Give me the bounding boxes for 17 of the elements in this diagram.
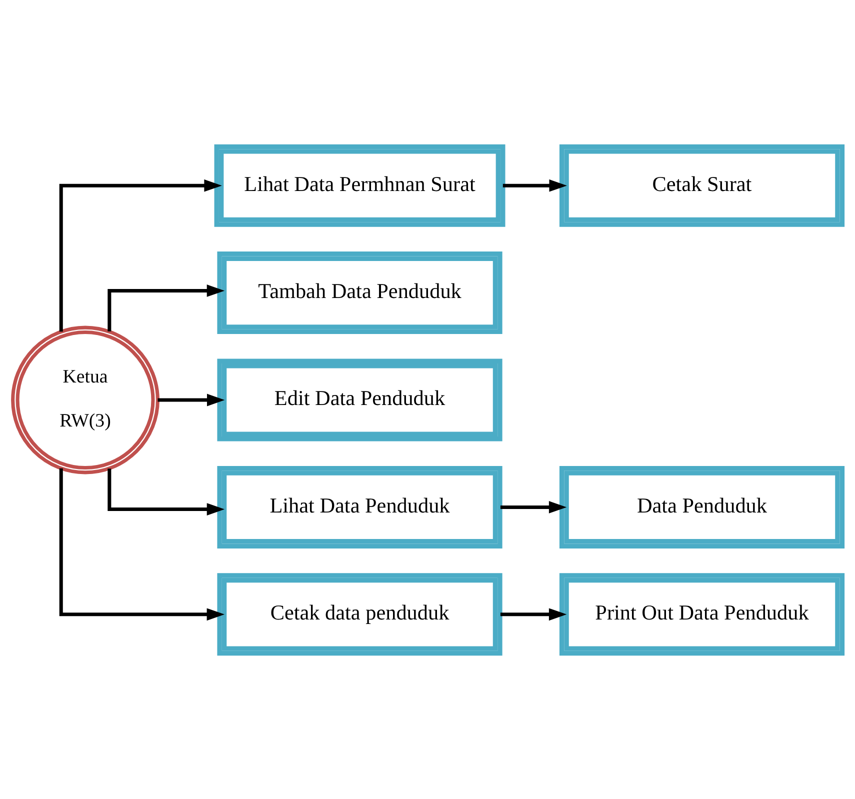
arrow [500,500,567,513]
arrow [502,178,567,192]
arrow [59,178,222,332]
node-box: Lihat Data Permhnan Surat [214,144,506,226]
arrow [500,608,567,620]
node-circle: Ketua RW(3) [11,325,160,474]
arrow [59,468,225,620]
node-box: Tambah Data Penduduk [217,251,502,334]
node-box: Lihat Data Penduduk [217,465,502,548]
node-box: Cetak Surat [559,144,845,226]
arrow [158,393,225,406]
node-box: Cetak data penduduk [217,572,502,656]
arrow [108,468,225,515]
node-box: Print Out Data Penduduk [559,572,845,656]
arrow [108,284,225,331]
node-box: Edit Data Penduduk [217,358,502,441]
node-box: Data Penduduk [559,465,845,548]
